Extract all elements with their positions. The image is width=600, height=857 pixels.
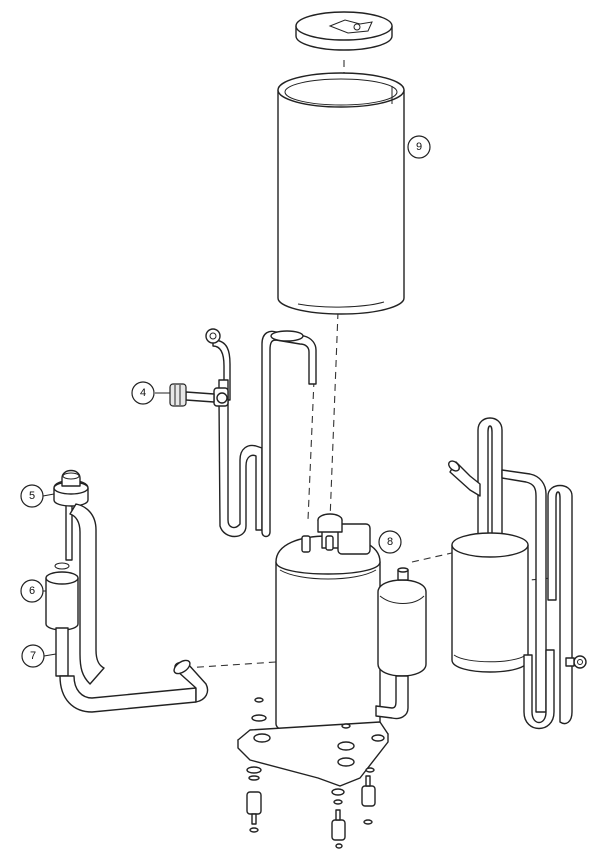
- callout-label-4: 4: [140, 387, 146, 399]
- callout-circle-6: [20, 579, 44, 603]
- callout-6: 6: [20, 579, 46, 603]
- accumulator: [375, 567, 427, 720]
- sound-jacket-cylinder: [277, 72, 405, 315]
- callout-circle-9: [407, 135, 431, 159]
- callout-4: 4: [131, 381, 170, 405]
- callout-circle-4: [131, 381, 155, 405]
- callout-circle-8: [378, 530, 402, 554]
- valve-pipe-assembly: [169, 328, 263, 538]
- callout-label-6: 6: [29, 585, 35, 597]
- callout-label-9: 9: [416, 141, 422, 153]
- callout-circle-7: [21, 644, 45, 668]
- callout-circle-5: [20, 484, 44, 508]
- filter-pipe-assembly: [45, 469, 209, 713]
- right-accumulator-pipes: [448, 417, 587, 729]
- top-cap-plate: [295, 11, 393, 51]
- callout-5: 5: [20, 484, 55, 508]
- callout-label-5: 5: [29, 490, 35, 502]
- callout-8: 8: [378, 530, 402, 554]
- callout-7: 7: [21, 644, 57, 668]
- callout-9: 9: [407, 135, 431, 159]
- mounting-hardware: [246, 697, 376, 849]
- callout-label-8: 8: [387, 536, 393, 548]
- compressor-body: [275, 513, 381, 737]
- u-tube: [261, 330, 317, 538]
- base-plate: [237, 721, 389, 787]
- callout-label-7: 7: [30, 650, 36, 662]
